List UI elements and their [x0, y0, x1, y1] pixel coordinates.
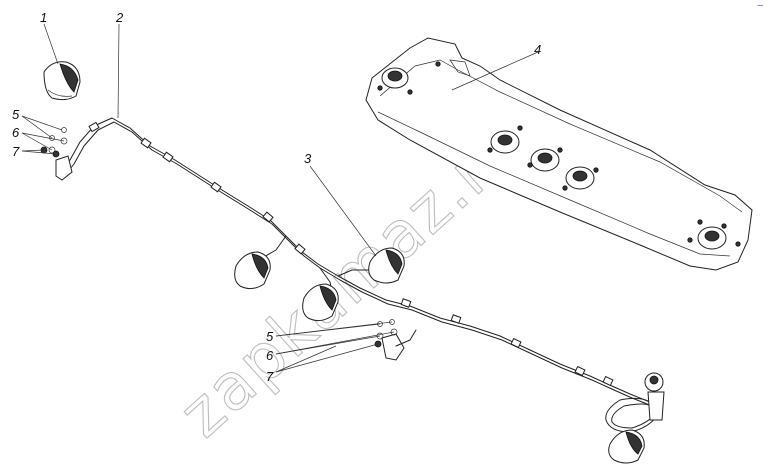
callout-4: 4: [534, 42, 541, 57]
leader-lines: [21, 23, 539, 373]
roof-marker-panel: [365, 37, 753, 271]
callout-6-upper: 6: [12, 125, 20, 140]
marker-lamp-part-3: [368, 247, 405, 284]
callout-1: 1: [40, 10, 47, 25]
callout-5-upper: 5: [12, 107, 20, 122]
marker-lamp-left: [234, 251, 271, 290]
wiring-harness-part-2: [55, 117, 661, 433]
callout-2: 2: [115, 10, 124, 25]
callout-7-upper: 7: [12, 144, 20, 159]
callout-6-lower: 6: [266, 348, 274, 363]
callout-5-lower: 5: [266, 329, 274, 344]
callout-3: 3: [304, 151, 312, 166]
hardware-set-upper: [40, 127, 68, 158]
marker-lamp-right-bottom: [608, 429, 645, 464]
marker-lamp-center: [302, 283, 339, 322]
marker-lamp-right-top: [644, 372, 665, 421]
corner-mark: –: [757, 0, 763, 11]
marker-lamp-part-1: [43, 61, 81, 101]
callouts: 1 2 3 4 5 6 7 5 6 7: [12, 10, 541, 384]
callout-7-lower: 7: [266, 369, 274, 384]
